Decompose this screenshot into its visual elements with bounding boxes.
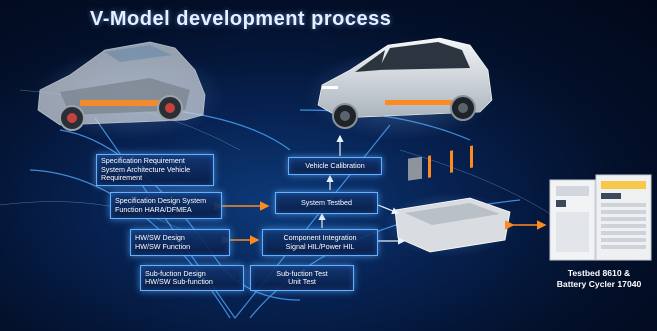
suv-icon <box>305 37 495 140</box>
box-sub-function-test: Sub-fuction Test Unit Test <box>250 265 354 291</box>
equipment-caption: Testbed 8610 & Battery Cycler 17040 <box>556 268 642 289</box>
box-specification-design: Specification Design System Function HAR… <box>110 192 222 219</box>
box-vehicle-calibration: Vehicle Calibration <box>288 157 382 175</box>
box-component-integration: Component Integration Signal HIL/Power H… <box>262 229 378 256</box>
suv-cutaway-icon <box>35 41 225 140</box>
box-specification-requirement: Specification Requirement System Archite… <box>96 154 214 186</box>
test-cabinet-icon <box>549 174 652 261</box>
box-sub-function-design: Sub-fuction Design HW/SW Sub-function <box>140 265 244 291</box>
battery-pack-icon <box>385 145 515 257</box>
box-system-testbed: System Testbed <box>275 192 378 214</box>
flow-arrows <box>214 134 547 245</box>
slide-title: V-Model development process <box>90 8 392 30</box>
box-hw-sw-design: HW/SW Design HW/SW Function <box>130 229 230 256</box>
